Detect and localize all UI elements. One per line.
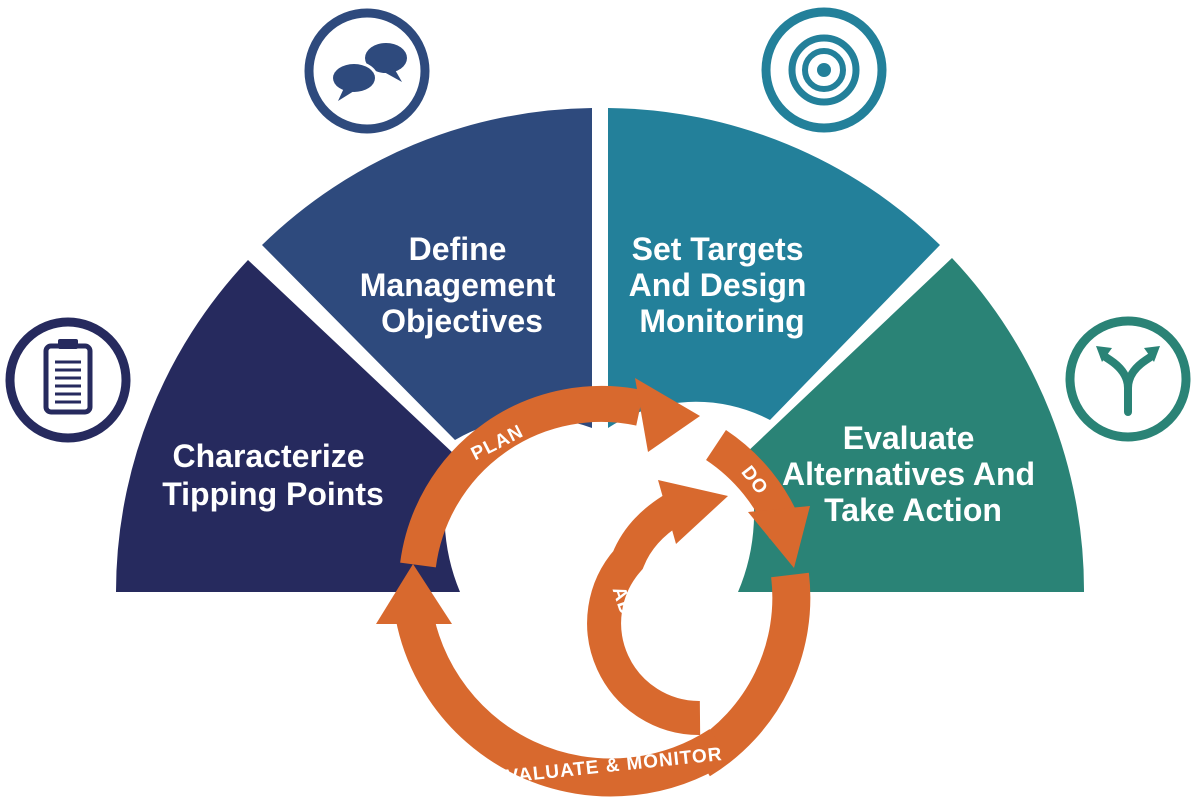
segment-characterize <box>116 260 460 592</box>
adjust-arrowhead <box>658 480 728 544</box>
segment-set-targets <box>608 108 940 428</box>
segment-labels: Characterize Tipping Points Define Manag… <box>162 231 1044 528</box>
segment-define-label: Define Management Objectives <box>360 231 564 339</box>
speech-bubbles-icon <box>304 8 430 134</box>
fork-arrow-icon <box>1065 316 1191 442</box>
segment-evaluate-label: Evaluate Alternatives And Take Action <box>782 420 1044 528</box>
evaluate-arc <box>393 597 731 797</box>
plan-arc <box>400 386 644 568</box>
target-icon <box>761 7 887 133</box>
outer-right-arc <box>689 572 811 777</box>
segment-define <box>262 108 592 440</box>
clipboard-icon <box>5 317 131 443</box>
segment-evaluate <box>738 258 1085 592</box>
segment-set-targets-label: Set Targets And Design Monitoring <box>629 231 816 339</box>
evaluate-arrowhead <box>376 564 452 624</box>
cycle-arrows <box>376 378 811 797</box>
plan-arrowhead <box>635 378 700 452</box>
adjust-arc <box>587 495 701 736</box>
segment-characterize-label: Characterize Tipping Points <box>162 438 384 512</box>
do-arrowhead <box>748 506 810 568</box>
